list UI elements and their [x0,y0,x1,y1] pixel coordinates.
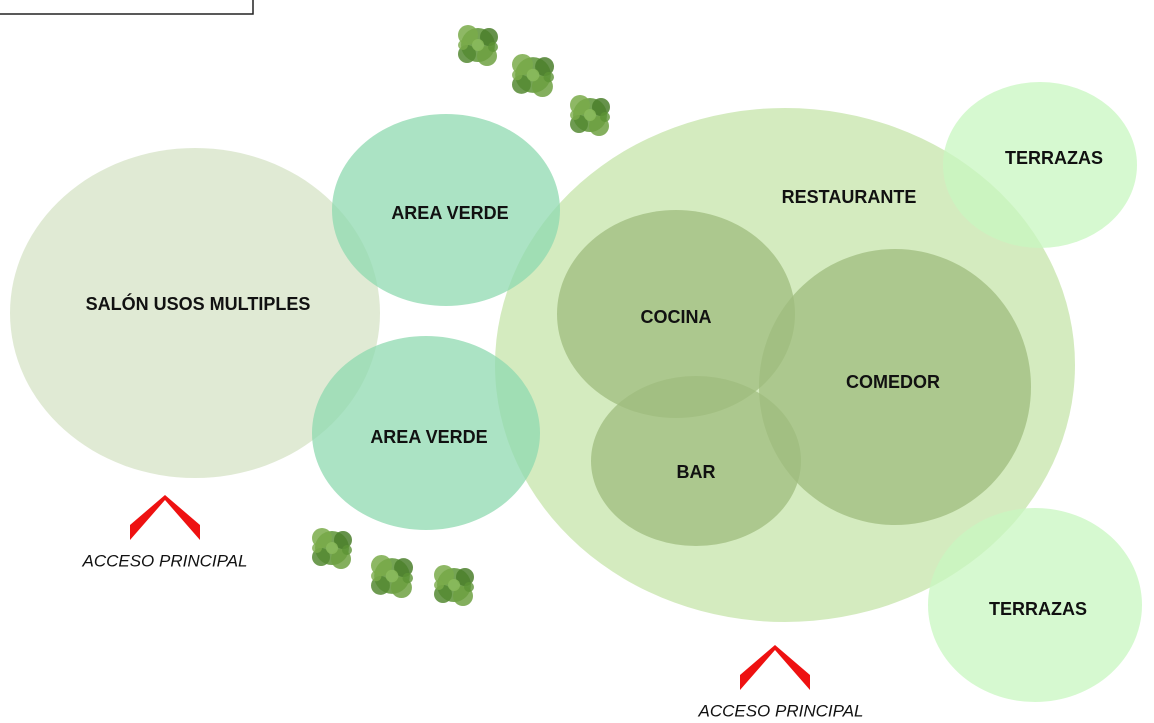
zone-cocina [557,210,795,418]
zone-terrazas-top [943,82,1137,248]
label-area-verde-bottom: AREA VERDE [370,427,487,447]
label-acceso-principal-bottom: ACCESO PRINCIPAL [697,701,863,720]
label-terrazas-bottom: TERRAZAS [989,599,1087,619]
label-cocina: COCINA [641,307,712,327]
label-restaurante: RESTAURANTE [782,187,917,207]
label-terrazas-top: TERRAZAS [1005,148,1103,168]
chevron-up-icon [130,495,200,540]
label-acceso-principal-left: ACCESO PRINCIPAL [81,551,247,570]
zone-comedor [759,249,1031,525]
zone-terrazas-bottom [928,508,1142,702]
label-bar: BAR [677,462,716,482]
zone-bar [591,376,801,546]
zone-area-verde-top [332,114,560,306]
label-area-verde-top: AREA VERDE [391,203,508,223]
zone-salon-usos-multiples [10,148,380,478]
frame-corner [0,0,254,15]
tree-icon [312,528,474,606]
label-comedor: COMEDOR [846,372,940,392]
label-salon-usos-multiples: SALÓN USOS MULTIPLES [86,293,311,314]
chevron-up-icon [740,645,810,690]
zone-area-verde-bottom [312,336,540,530]
